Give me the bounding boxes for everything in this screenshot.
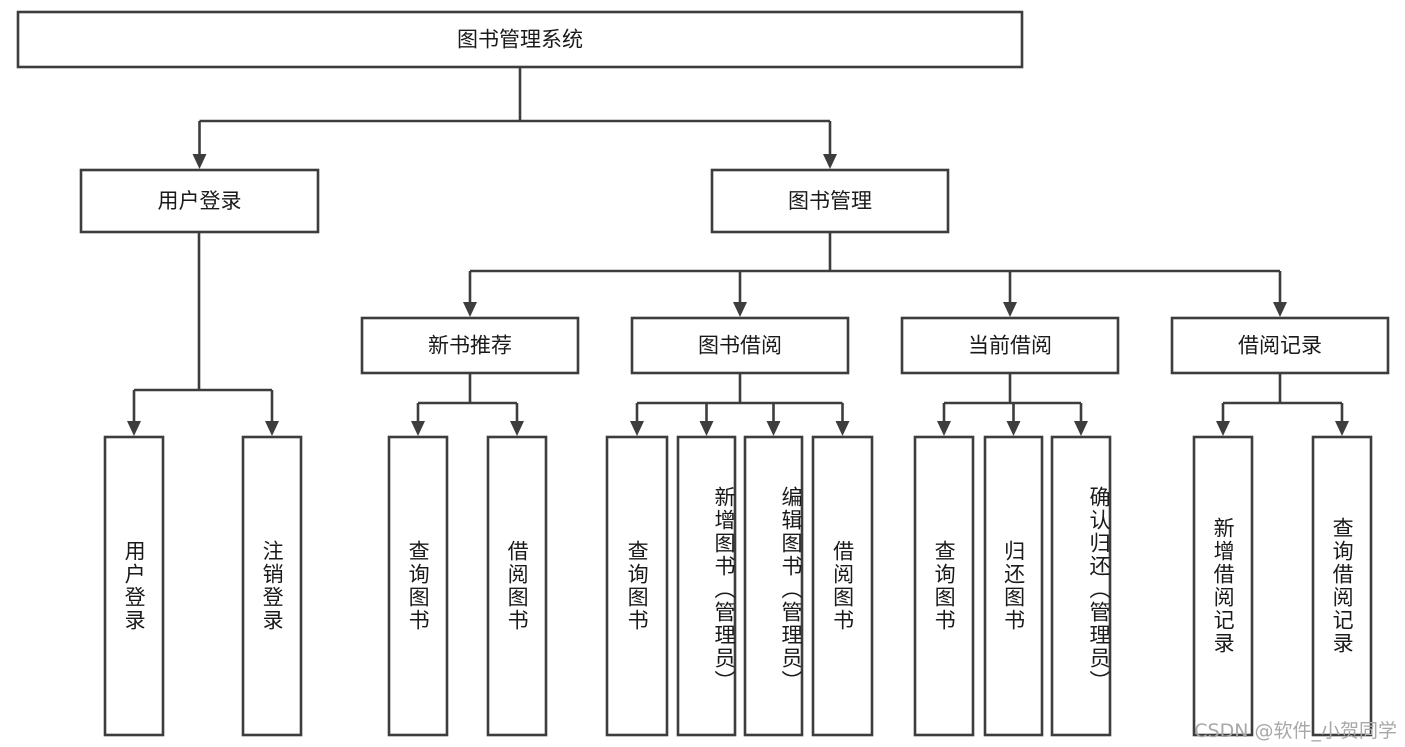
- node-box-borrow-record[interactable]: [1170, 316, 1390, 375]
- arrow-head-icon: [699, 421, 714, 436]
- node-box-leaf-return-book[interactable]: [983, 435, 1044, 737]
- boxes-layer: [16, 10, 1390, 737]
- connector-borrow-to-leaves: [630, 373, 850, 436]
- node-label-current-borrow: 当前借阅: [968, 334, 1052, 358]
- connector-rec-to-leaves: [411, 373, 524, 436]
- arrow-head-icon: [1216, 421, 1230, 436]
- node-box-leaf-borrow-book-rec[interactable]: [486, 435, 548, 737]
- connector-book-manage-to-level3: [463, 232, 1287, 317]
- node-box-leaf-query-borrow-record[interactable]: [1311, 435, 1373, 737]
- node-box-leaf-user-logout[interactable]: [241, 435, 303, 737]
- node-label-new-book-recommend: 新书推荐: [428, 334, 512, 358]
- arrow-head-icon: [192, 154, 207, 169]
- node-box-user-login[interactable]: [79, 168, 320, 234]
- node-label-user-login: 用户登录: [158, 189, 242, 213]
- arrow-head-icon: [510, 421, 524, 436]
- node-box-book-manage[interactable]: [710, 168, 950, 234]
- node-box-leaf-query-book-cur[interactable]: [913, 435, 975, 737]
- node-box-leaf-query-book-borrow[interactable]: [605, 435, 669, 737]
- connector-root-to-level2: [192, 67, 837, 169]
- arrow-head-icon: [937, 421, 951, 436]
- node-box-leaf-user-login[interactable]: [103, 435, 165, 737]
- connector-cur-to-leaves: [937, 373, 1088, 436]
- arrow-head-icon: [463, 302, 477, 317]
- node-box-new-book-recommend[interactable]: [360, 316, 580, 375]
- arrow-head-icon: [1003, 302, 1017, 317]
- node-box-current-borrow[interactable]: [900, 316, 1120, 375]
- arrow-head-icon: [127, 421, 141, 436]
- node-box-book-borrow[interactable]: [630, 316, 850, 375]
- arrow-head-icon: [1074, 421, 1088, 436]
- arrow-head-icon: [1006, 421, 1021, 436]
- connector-user-login-to-leaves: [127, 232, 279, 436]
- arrow-head-icon: [630, 421, 644, 436]
- node-box-leaf-query-book-rec[interactable]: [387, 435, 449, 737]
- arrow-head-icon: [733, 302, 747, 317]
- node-box-leaf-confirm-return[interactable]: [1050, 435, 1112, 737]
- arrow-head-icon: [766, 421, 781, 436]
- connectors-layer: [127, 67, 1349, 436]
- node-box-leaf-add-book[interactable]: [676, 435, 737, 737]
- node-box-leaf-add-borrow-record[interactable]: [1192, 435, 1254, 737]
- node-box-root[interactable]: [16, 10, 1024, 69]
- connector-rec2-to-leaves: [1216, 373, 1349, 436]
- arrow-head-icon: [411, 421, 425, 436]
- arrow-head-icon: [1273, 302, 1287, 317]
- node-label-borrow-record: 借阅记录: [1238, 334, 1322, 358]
- node-box-leaf-borrow-book[interactable]: [811, 435, 874, 737]
- node-label-book-borrow: 图书借阅: [698, 334, 782, 358]
- arrow-head-icon: [823, 154, 837, 169]
- node-label-root: 图书管理系统: [457, 28, 583, 52]
- arrow-head-icon: [1335, 421, 1349, 436]
- arrow-head-icon: [265, 421, 279, 436]
- arrow-head-icon: [835, 421, 850, 436]
- node-label-book-manage: 图书管理: [788, 189, 872, 213]
- node-box-leaf-edit-book[interactable]: [743, 435, 804, 737]
